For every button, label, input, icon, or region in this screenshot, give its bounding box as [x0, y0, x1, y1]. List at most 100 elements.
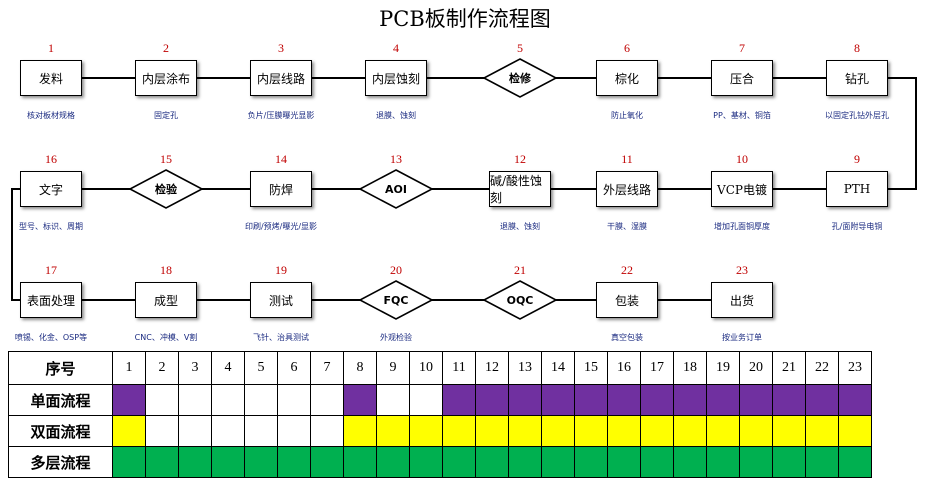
- filled-cell: [409, 415, 443, 447]
- filled-cell: [112, 446, 146, 478]
- filled-cell: [640, 384, 674, 416]
- filled-cell: [310, 446, 344, 478]
- decision-label: 检验: [155, 183, 177, 196]
- column-number: 7: [310, 351, 344, 385]
- filled-cell: [607, 384, 641, 416]
- column-number: 13: [508, 351, 542, 385]
- column-number: 1: [112, 351, 146, 385]
- decision-diamond: OQC: [483, 280, 557, 320]
- column-number: 12: [475, 351, 509, 385]
- decision-label: 检修: [509, 72, 531, 85]
- filled-cell: [706, 384, 740, 416]
- step-number: 9: [854, 152, 860, 166]
- filled-cell: [706, 446, 740, 478]
- filled-cell: [508, 384, 542, 416]
- empty-cell: [310, 415, 344, 447]
- row-label: 多层流程: [8, 446, 113, 478]
- step-number: 17: [45, 263, 57, 277]
- step-note: 真空包装: [611, 333, 643, 342]
- step-note: 孔/面附导电铜: [831, 222, 883, 231]
- empty-cell: [277, 415, 311, 447]
- step-number: 21: [514, 263, 526, 277]
- column-number: 5: [244, 351, 278, 385]
- row-label: 双面流程: [8, 415, 113, 447]
- step-number: 16: [45, 152, 57, 166]
- empty-cell: [409, 384, 443, 416]
- step-note: 喷锡、化金、OSP等: [14, 333, 88, 342]
- step-note: 核对板材规格: [27, 111, 75, 120]
- process-box: 钻孔: [826, 60, 888, 96]
- column-number: 15: [574, 351, 608, 385]
- filled-cell: [376, 415, 410, 447]
- empty-cell: [178, 384, 212, 416]
- step-number: 5: [517, 41, 523, 55]
- step-number: 22: [621, 263, 633, 277]
- empty-cell: [145, 384, 179, 416]
- step-note: 飞针、治具测试: [253, 333, 309, 342]
- step-number: 13: [390, 152, 402, 166]
- step-number: 14: [275, 152, 287, 166]
- step-note: 外观检验: [380, 333, 412, 342]
- empty-cell: [211, 415, 245, 447]
- table-header-label: 序号: [8, 351, 113, 385]
- column-number: 18: [673, 351, 707, 385]
- column-number: 19: [706, 351, 740, 385]
- process-box: 外层线路: [596, 171, 658, 207]
- filled-cell: [772, 446, 806, 478]
- filled-cell: [574, 384, 608, 416]
- process-box: 压合: [711, 60, 773, 96]
- step-number: 2: [163, 41, 169, 55]
- decision-label: FQC: [383, 293, 409, 307]
- process-box: 测试: [250, 282, 312, 318]
- step-number: 6: [624, 41, 630, 55]
- decision-diamond: 检验: [129, 169, 203, 209]
- process-box: 棕化: [596, 60, 658, 96]
- step-number: 12: [514, 152, 526, 166]
- filled-cell: [739, 384, 773, 416]
- filled-cell: [607, 415, 641, 447]
- filled-cell: [706, 415, 740, 447]
- filled-cell: [805, 415, 839, 447]
- filled-cell: [442, 446, 476, 478]
- diagram-title: PCB板制作流程图: [379, 7, 551, 31]
- table-row: 多层流程: [8, 446, 872, 478]
- table-row: 单面流程: [8, 384, 872, 416]
- filled-cell: [541, 446, 575, 478]
- filled-cell: [508, 446, 542, 478]
- column-number: 14: [541, 351, 575, 385]
- filled-cell: [442, 384, 476, 416]
- filled-cell: [376, 446, 410, 478]
- column-number: 21: [772, 351, 806, 385]
- empty-cell: [244, 384, 278, 416]
- filled-cell: [211, 446, 245, 478]
- filled-cell: [640, 446, 674, 478]
- column-number: 23: [838, 351, 872, 385]
- filled-cell: [772, 384, 806, 416]
- filled-cell: [409, 446, 443, 478]
- empty-cell: [310, 384, 344, 416]
- step-number: 23: [736, 263, 748, 277]
- column-number: 16: [607, 351, 641, 385]
- step-number: 8: [854, 41, 860, 55]
- step-number: 18: [160, 263, 172, 277]
- process-box: 内层线路: [250, 60, 312, 96]
- process-box: 内层涂布: [135, 60, 197, 96]
- filled-cell: [772, 415, 806, 447]
- empty-cell: [244, 415, 278, 447]
- filled-cell: [508, 415, 542, 447]
- process-box: 内层蚀刻: [365, 60, 427, 96]
- step-number: 3: [278, 41, 284, 55]
- process-box: 文字: [20, 171, 82, 207]
- decision-diamond: AOI: [359, 169, 433, 209]
- empty-cell: [178, 415, 212, 447]
- process-box: 表面处理: [20, 282, 82, 318]
- step-number: 19: [275, 263, 287, 277]
- filled-cell: [673, 446, 707, 478]
- filled-cell: [739, 446, 773, 478]
- table-row: 双面流程: [8, 415, 872, 447]
- empty-cell: [277, 384, 311, 416]
- step-note: 按业务订单: [722, 333, 762, 342]
- step-number: 20: [390, 263, 402, 277]
- column-number: 20: [739, 351, 773, 385]
